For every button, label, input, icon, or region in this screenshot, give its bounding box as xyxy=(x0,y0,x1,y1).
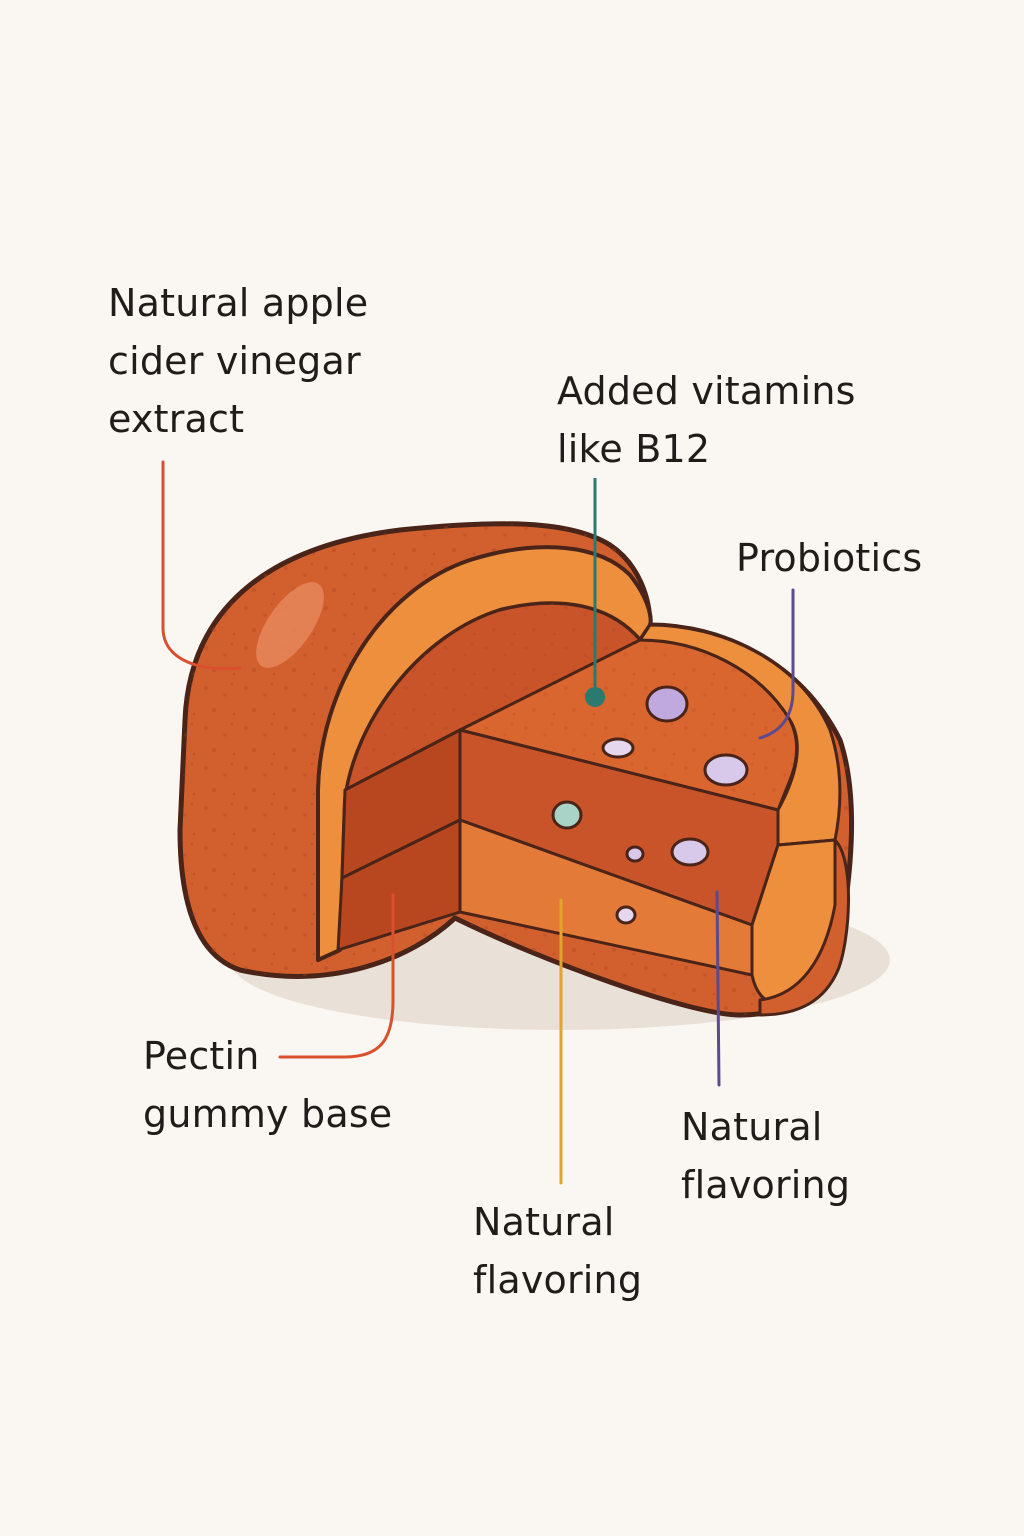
label-vitamins-line2: like B12 xyxy=(557,427,711,471)
particle-probiotic-3 xyxy=(670,837,710,867)
label-acv-line3: extract xyxy=(108,397,245,441)
label-natural-flavoring-right: Natural flavoring xyxy=(681,1098,850,1214)
label-probiotics-line1: Probiotics xyxy=(736,536,923,580)
label-pectin-line1: Pectin xyxy=(143,1034,260,1078)
wedge-outer-back xyxy=(758,838,850,1017)
label-flavoring-center-line2: flavoring xyxy=(473,1258,643,1302)
label-pectin-line2: gummy base xyxy=(143,1092,393,1136)
label-pectin-base: Pectin gummy base xyxy=(143,1027,392,1143)
label-apple-cider-vinegar: Natural apple cider vinegar extract xyxy=(108,274,368,448)
particle-vitamin xyxy=(551,800,583,830)
particle-probiotic-1 xyxy=(645,685,689,723)
label-flavoring-right-line1: Natural xyxy=(681,1105,823,1149)
label-added-vitamins: Added vitamins like B12 xyxy=(557,362,856,478)
particle-small-1 xyxy=(601,737,635,759)
particle-small-2 xyxy=(625,845,645,863)
leader-line-acv xyxy=(161,460,242,671)
leader-line-probiotics xyxy=(758,588,795,740)
label-vitamins-line1: Added vitamins xyxy=(557,369,856,413)
particle-small-3 xyxy=(615,905,637,925)
leader-line-vitamins xyxy=(585,478,605,707)
particle-probiotic-2 xyxy=(703,753,749,787)
label-probiotics: Probiotics xyxy=(736,529,922,587)
label-flavoring-right-line2: flavoring xyxy=(681,1163,851,1207)
leader-line-pectin xyxy=(278,893,395,1059)
label-natural-flavoring-center: Natural flavoring xyxy=(473,1193,642,1309)
label-flavoring-center-line1: Natural xyxy=(473,1200,615,1244)
leader-line-flavoring-right xyxy=(715,890,721,1087)
label-acv-line2: cider vinegar xyxy=(108,339,361,383)
label-acv-line1: Natural apple xyxy=(108,281,369,325)
gummy-highlight xyxy=(256,582,324,668)
